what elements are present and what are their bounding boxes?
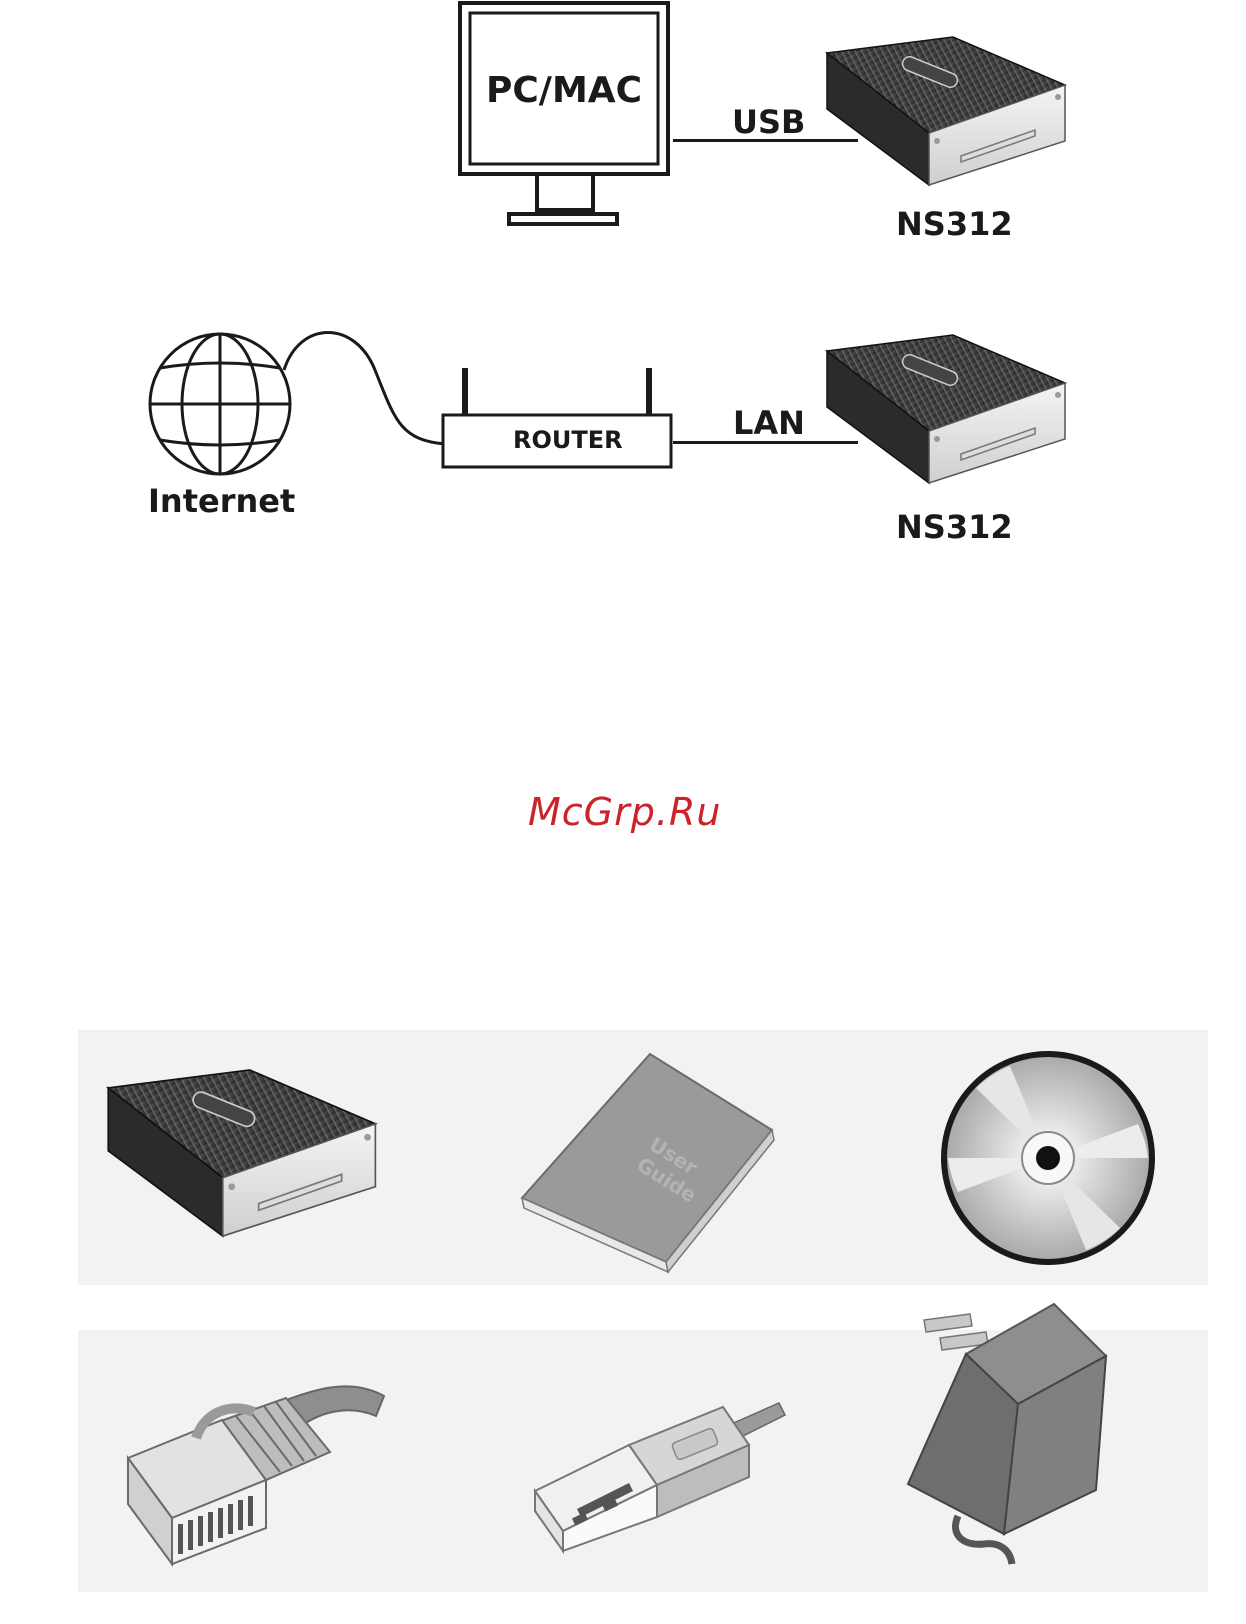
- package-contents-row-1: User Guide: [78, 1030, 1208, 1285]
- internet-label: Internet: [148, 482, 295, 520]
- monitor-icon: [455, 0, 675, 232]
- cd-disc-icon: [938, 1048, 1158, 1268]
- ns312-device-icon: [825, 35, 1070, 195]
- ns312-device-icon: [825, 333, 1070, 493]
- watermark-text: McGrp.Ru: [528, 790, 721, 834]
- router-icon: [440, 368, 676, 472]
- lan-link-label: LAN: [733, 404, 805, 442]
- globe-icon: [146, 330, 294, 478]
- power-adapter-icon: [900, 1294, 1122, 1584]
- router-label: ROUTER: [513, 426, 623, 454]
- package-contents-row-2: [78, 1330, 1208, 1592]
- usb-link-label: USB: [732, 103, 805, 141]
- ns312-label-lan: NS312: [896, 508, 1013, 546]
- usb-cable-icon: [533, 1385, 793, 1555]
- ns312-label-usb: NS312: [896, 205, 1013, 243]
- internet-cable-line: [280, 330, 450, 450]
- computer-label: PC/MAC: [486, 70, 642, 111]
- ns312-device-icon: [106, 1065, 381, 1250]
- ethernet-cable-icon: [126, 1368, 396, 1568]
